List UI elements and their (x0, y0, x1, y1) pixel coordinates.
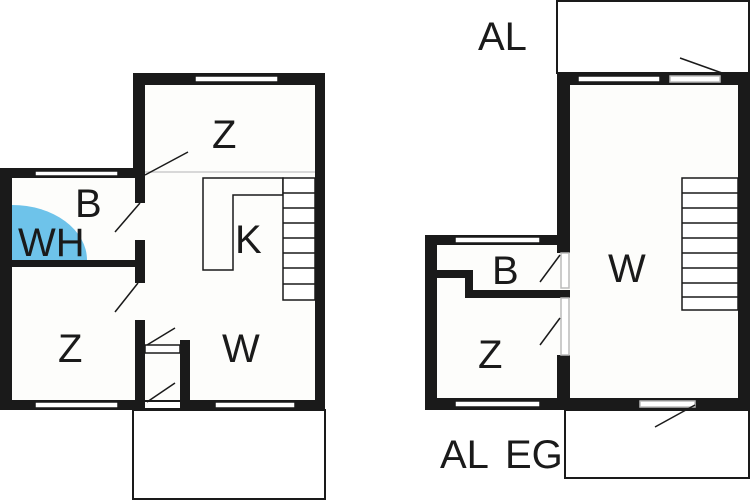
water-heater-area (12, 205, 87, 260)
left-floor-plan: Z B WH K Z W (0, 73, 326, 500)
door-swing (144, 151, 189, 176)
right-stairs (681, 177, 739, 311)
door-swing (146, 382, 176, 403)
right-floor-plan: AL B W Z AL EG (425, 0, 750, 479)
room-label-wh: WH (18, 221, 85, 265)
door-swing (146, 327, 176, 346)
room-label-al-bottom: AL (440, 433, 489, 477)
room-label-z-left: Z (58, 327, 82, 371)
room-label-b: B (492, 249, 519, 293)
left-stairs (282, 177, 316, 301)
room-label-w: W (222, 327, 260, 371)
door-swing (114, 282, 139, 313)
left-balcony (132, 409, 326, 500)
door-swing (654, 404, 696, 428)
room-label-b: B (75, 182, 102, 226)
room-label-z: Z (478, 333, 502, 377)
door-swing (539, 254, 561, 283)
door-swing (679, 57, 723, 74)
top-balcony (556, 0, 750, 74)
room-label-k: K (235, 218, 262, 262)
door-swing (539, 317, 561, 346)
left-windows (34, 75, 296, 409)
door-swing (114, 202, 141, 233)
room-label-w: W (608, 247, 646, 291)
right-windows (454, 75, 721, 408)
room-label-z-top: Z (212, 113, 236, 157)
room-label-al-top: AL (478, 15, 527, 59)
bottom-balcony (564, 409, 750, 479)
room-label-eg: EG (505, 433, 563, 477)
